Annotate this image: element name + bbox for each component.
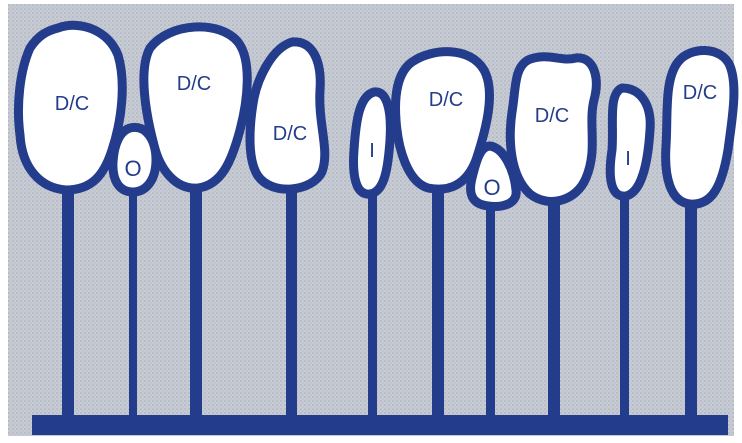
stem: [432, 188, 444, 417]
head-label: I: [625, 148, 631, 170]
stem: [62, 185, 74, 417]
head-outline: [510, 57, 596, 202]
stem: [620, 195, 629, 417]
head-outline: [610, 88, 650, 196]
head-i: I: [354, 92, 391, 194]
head-dc: D/C: [510, 57, 596, 202]
stem: [548, 205, 560, 417]
head-dc: D/C: [144, 27, 247, 188]
head-label: O: [124, 156, 141, 181]
head-dc: D/C: [666, 50, 734, 204]
stem: [368, 195, 377, 417]
head-outline: [666, 50, 734, 204]
head-label: D/C: [177, 73, 211, 95]
stem: [190, 188, 202, 417]
head-label: O: [483, 175, 500, 200]
head-label: D/C: [429, 89, 463, 111]
head-i: I: [610, 88, 650, 196]
head-label: D/C: [55, 93, 89, 115]
head-label: D/C: [273, 123, 307, 145]
head-dc: D/C: [18, 25, 122, 190]
head-label: D/C: [535, 105, 569, 127]
stem: [486, 205, 495, 417]
head-outline: [144, 27, 247, 188]
head-label: D/C: [683, 82, 717, 104]
stem: [685, 205, 697, 417]
stem: [129, 190, 137, 417]
base-bar: [32, 415, 728, 435]
head-label: I: [369, 140, 375, 162]
stem: [286, 192, 297, 417]
